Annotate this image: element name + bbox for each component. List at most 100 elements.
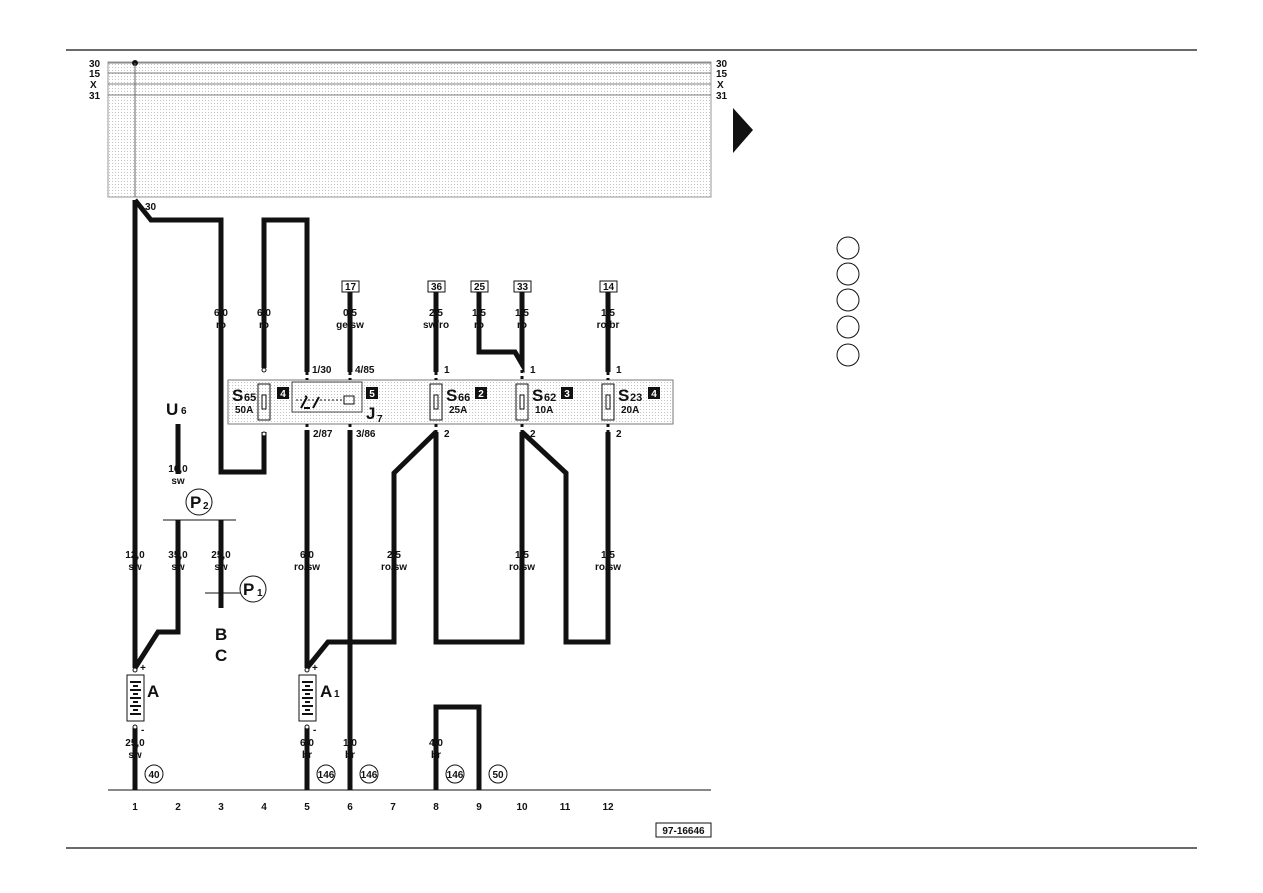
pin-labels: 1/30 4/85 1 1 1 2/87 3/86 2 2 2 30 bbox=[145, 202, 622, 440]
wire-s66-s62-loop bbox=[433, 432, 525, 645]
wire-color-a-plus: sw bbox=[128, 562, 142, 573]
rail-label-15: 15 bbox=[89, 69, 101, 80]
ref-25: 25 bbox=[474, 282, 486, 293]
s65-slot: 4 bbox=[280, 389, 286, 400]
p2-sub: 2 bbox=[203, 501, 209, 512]
j7-name: J bbox=[366, 404, 375, 423]
wire-size-s62-in-a: 1,5 bbox=[472, 308, 486, 319]
wire-size-a-plus: 12,0 bbox=[125, 550, 145, 561]
rail-label-31-right: 31 bbox=[716, 91, 728, 102]
s62-rating: 10A bbox=[535, 405, 553, 416]
pin-s23-out: 2 bbox=[616, 429, 622, 440]
ground-ref-146-b: 146 bbox=[361, 770, 378, 781]
wire-labels: 6,0 ro 6,0 ro 0,5 ge/sw 2,5 sw/ro 1,5 ro… bbox=[125, 308, 621, 761]
ground-ref-146-a: 146 bbox=[318, 770, 335, 781]
battery-a-plus: + bbox=[140, 663, 146, 674]
ref-14: 14 bbox=[603, 282, 615, 293]
ref-33: 33 bbox=[517, 282, 529, 293]
reference-boxes: 17 36 25 33 14 bbox=[341, 280, 618, 293]
wire-size-s23-out: 1,5 bbox=[601, 550, 615, 561]
wire-color-a-ground: sw bbox=[128, 750, 142, 761]
wire-color-s66-in: sw/ro bbox=[423, 320, 449, 331]
wire-ref25-33 bbox=[476, 291, 525, 374]
wire-size-s65-in: 6,0 bbox=[214, 308, 228, 319]
wire-size-j7-ground: 1,0 bbox=[343, 738, 357, 749]
s62-slot: 3 bbox=[564, 389, 570, 400]
s65-top-connector bbox=[261, 367, 267, 373]
wire-size-s65-out: 6,0 bbox=[257, 308, 271, 319]
track-2: 2 bbox=[175, 802, 181, 813]
rail-labels-right: 30 15 X 31 bbox=[716, 59, 728, 102]
wire-size-p1: 25,0 bbox=[211, 550, 231, 561]
track-7: 7 bbox=[390, 802, 396, 813]
s66-slot: 2 bbox=[478, 389, 484, 400]
rail-labels-left: 30 15 X 31 bbox=[89, 59, 101, 102]
wire-size-u6: 16,0 bbox=[168, 464, 188, 475]
wire-size-track8: 4,0 bbox=[429, 738, 443, 749]
s62-name: S bbox=[532, 386, 543, 405]
u6-name: U bbox=[166, 400, 178, 419]
track-11: 11 bbox=[560, 802, 571, 813]
s66-sub: 66 bbox=[458, 392, 470, 404]
rail-label-30: 30 bbox=[89, 59, 101, 70]
pin-s66-in: 1 bbox=[444, 365, 450, 376]
ref-17: 17 bbox=[345, 282, 357, 293]
central-electrics-panel bbox=[107, 61, 712, 198]
ref-36: 36 bbox=[431, 282, 443, 293]
pin-j7-85: 4/85 bbox=[355, 365, 375, 376]
wire-color-s62-in-b: ro bbox=[517, 320, 527, 331]
wire-s66-out bbox=[305, 430, 438, 670]
ground-ref-50: 50 bbox=[492, 770, 504, 781]
pin-s65-out: 2/87 bbox=[313, 429, 333, 440]
b-label: B bbox=[215, 625, 227, 644]
track-5: 5 bbox=[304, 802, 310, 813]
wire-size-s62-out: 1,5 bbox=[515, 550, 529, 561]
wire-p2-battery-a bbox=[132, 520, 181, 670]
wire-s62-s23-loop bbox=[520, 430, 611, 645]
rail-tap-label-30: 30 bbox=[145, 202, 157, 213]
wire-color-track8: br bbox=[431, 750, 441, 761]
s23-slot: 4 bbox=[651, 389, 657, 400]
s66-name: S bbox=[446, 386, 457, 405]
s65-rating: 50A bbox=[235, 405, 253, 416]
pin-s62-out: 2 bbox=[530, 429, 536, 440]
legend-circles bbox=[836, 236, 860, 367]
track-10: 10 bbox=[516, 802, 528, 813]
s65-name: S bbox=[232, 386, 243, 405]
wire-30-to-s65 bbox=[133, 198, 267, 475]
wire-track8-9 bbox=[433, 704, 482, 790]
u6-sub: 6 bbox=[181, 406, 187, 417]
wire-size-a1-plus: 6,0 bbox=[300, 550, 314, 561]
p2-name: P bbox=[190, 493, 201, 512]
battery-a-name: A bbox=[147, 682, 159, 701]
wire-size-a1-ground: 6,0 bbox=[300, 738, 314, 749]
battery-a1: + - A 1 bbox=[298, 663, 340, 736]
wire-color-j7-ground: br bbox=[345, 750, 355, 761]
wire-size-s66-out: 2,5 bbox=[387, 550, 401, 561]
ground-ref-40: 40 bbox=[148, 770, 160, 781]
wire-color-s23-in: ro/br bbox=[597, 320, 620, 331]
wire-color-s66-out: ro/sw bbox=[381, 562, 407, 573]
wire-s65-to-j7 bbox=[261, 217, 310, 372]
battery-a1-plus: + bbox=[312, 663, 318, 674]
s23-name: S bbox=[618, 386, 629, 405]
track-8: 8 bbox=[433, 802, 439, 813]
wire-size-s66-in: 2,5 bbox=[429, 308, 443, 319]
pin-j7-86: 3/86 bbox=[356, 429, 376, 440]
fuse-symbols bbox=[257, 383, 615, 421]
j7-slot: 5 bbox=[369, 389, 375, 400]
j7-relay-housing bbox=[291, 381, 363, 413]
wire-color-s65-out: ro bbox=[259, 320, 269, 331]
continue-arrow-icon[interactable] bbox=[733, 108, 753, 153]
pin-s66-out: 2 bbox=[444, 429, 450, 440]
battery-a: + - A bbox=[126, 663, 159, 736]
wire-size-s23-in: 1,5 bbox=[601, 308, 615, 319]
ground-references: 40 146 146 146 50 bbox=[144, 764, 508, 784]
battery-a1-minus: - bbox=[313, 725, 316, 736]
p1-name: P bbox=[243, 580, 254, 599]
wire-color-s23-out: ro/sw bbox=[595, 562, 621, 573]
rail-label-30-right: 30 bbox=[716, 59, 728, 70]
wire-size-p2: 35,0 bbox=[168, 550, 188, 561]
power-rails bbox=[108, 62, 711, 96]
